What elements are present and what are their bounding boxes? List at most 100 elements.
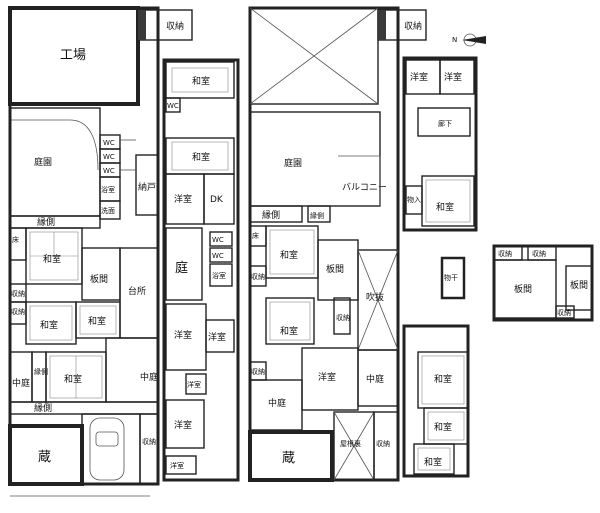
wc-label-2: WC (103, 153, 115, 161)
engawa-label: 縁側 (37, 216, 55, 228)
b-itama-1 (493, 259, 557, 319)
m-dk-label: DK (210, 195, 224, 205)
attic-void (249, 7, 379, 105)
r-courtyard-1-label: 中庭 (366, 373, 384, 385)
courtyard-2-label: 中庭 (140, 371, 158, 383)
storage-left-label: 収納 (11, 289, 25, 298)
storage-left2-label: 収納 (11, 307, 25, 316)
engawa-2-label: 縁側 (34, 402, 52, 414)
building-left: 工場 収納 庭園 WC WC WC 浴室 洗面 納戸 縁側 床 和室 板間 (8, 6, 193, 497)
r-courtyard-2-label: 中庭 (268, 397, 286, 409)
north-label: N (452, 36, 457, 44)
building-middle: 和室 WC 和室 洋室 DK 庭 WC WC 浴室 洋室 洋室 洋室 洋室 洋室 (162, 58, 240, 482)
a-yoshitsu-2-label: 洋室 (444, 71, 462, 83)
washitsu-2-label: 和室 (40, 319, 58, 331)
a-yoshitsu-2 (439, 59, 475, 95)
washroom-label: 洗面 (101, 206, 115, 215)
courtyard-2 (105, 337, 159, 403)
wc-label-1: WC (103, 139, 115, 147)
m-washitsu-1-label: 和室 (192, 75, 210, 87)
arrow-icon (462, 36, 486, 44)
washitsu-1-label: 和室 (43, 253, 61, 265)
m-yoshitsu-4-label: 洋室 (187, 380, 201, 389)
annex-lower: 和室 和室 和室 (402, 324, 470, 478)
washitsu-3 (75, 301, 121, 339)
m-garden (165, 227, 203, 301)
a-shed-label: 物干 (444, 273, 458, 282)
washitsu-4-label: 和室 (64, 373, 82, 385)
b-itama-2 (565, 265, 593, 311)
a-washitsu-label: 和室 (436, 201, 454, 213)
c-washitsu-3 (413, 443, 455, 475)
annex-upper: N 洋室 洋室 廊下 物入 和室 物干 (402, 33, 486, 300)
closet-label: 納戸 (138, 181, 156, 193)
r-storehouse (248, 430, 334, 482)
kitchen-label: 台所 (128, 285, 146, 297)
storage-garage-label: 収納 (142, 437, 156, 446)
m-wc-label-3: WC (212, 252, 224, 260)
m-wc-label-2: WC (212, 236, 224, 244)
m-garden-label: 庭 (175, 260, 188, 276)
m-yoshitsu-1-label: 洋室 (174, 193, 192, 205)
a-yoshitsu-1-label: 洋室 (410, 71, 428, 83)
c-washitsu-2-label: 和室 (434, 421, 452, 433)
tokonoma-label: 床 (12, 235, 19, 244)
factory-label: 工場 (60, 48, 86, 63)
r-courtyard-1 (357, 349, 399, 407)
courtyard-1 (9, 351, 33, 403)
r-engawa-label: 縁側 (262, 209, 280, 221)
itama-1-label: 板間 (90, 273, 108, 285)
itama-1 (81, 247, 121, 301)
m-washitsu-1 (165, 61, 235, 99)
m-wc-label: WC (167, 102, 179, 110)
b-storage-2-label: 収納 (532, 249, 546, 258)
m-bath-label: 浴室 (212, 271, 226, 280)
r-washitsu-2-label: 和室 (280, 325, 298, 337)
m-yoshitsu-5 (165, 399, 205, 449)
r-storehouse-label: 蔵 (282, 451, 295, 466)
washitsu-3-label: 和室 (88, 315, 106, 327)
r-storage-left-label: 収納 (251, 272, 265, 281)
courtyard-1-label: 中庭 (12, 377, 30, 389)
r-storage-left2-label: 収納 (251, 367, 265, 376)
r-fukinuke-label: 吹抜 (366, 291, 384, 303)
r-attic-label: 屋根裏 (340, 439, 361, 448)
balcony-label: バルコニー (342, 182, 387, 193)
b-itama-2-label: 板間 (570, 279, 588, 291)
a-washitsu (421, 175, 475, 227)
m-yoshitsu-5-label: 洋室 (174, 419, 192, 431)
m-washitsu-2-label: 和室 (192, 151, 210, 163)
m-yoshitsu-3-label: 洋室 (208, 331, 226, 343)
a-rouka-label: 廊下 (438, 119, 452, 128)
c-washitsu-1-label: 和室 (434, 373, 452, 385)
annex-right: 収納 収納 板間 板間 収納 (492, 244, 594, 322)
r-engawa-2-label: 縁側 (310, 211, 324, 220)
garden-label: 庭園 (34, 156, 52, 168)
r-washitsu-2 (265, 297, 315, 345)
wc-label-3: WC (103, 167, 115, 175)
m-yoshitsu-2-label: 洋室 (174, 329, 192, 341)
r-storage-mid-label: 収納 (336, 313, 350, 322)
b-storage-3-label: 収納 (557, 308, 571, 317)
bath-label: 浴室 (101, 185, 115, 194)
garden-room (9, 107, 101, 217)
c-washitsu-3-label: 和室 (424, 456, 442, 468)
engawa-vert-label: 縁側 (34, 367, 48, 376)
storehouse-label: 蔵 (38, 450, 51, 465)
car-icon (89, 417, 125, 481)
a-shed (440, 256, 466, 300)
r-storage-bottom-label: 収納 (376, 439, 390, 448)
r-garden-label: 庭園 (284, 157, 302, 169)
a-monooki-label: 物入 (407, 195, 421, 204)
r-yoshitsu-label: 洋室 (318, 371, 336, 383)
m-yoshitsu-6-label: 洋室 (170, 461, 184, 470)
r-tokonoma-label: 床 (252, 231, 259, 240)
b-itama-1-label: 板間 (514, 283, 532, 295)
r-storage-top-label: 収納 (404, 20, 422, 32)
building-right: 収納 庭園 バルコニー 縁側 縁側 床 和室 収納 板間 吹抜 和室 収納 洋室… (248, 6, 427, 482)
storage-top-label: 収納 (166, 20, 184, 32)
b-storage-1-label: 収納 (498, 249, 512, 258)
r-itama-label: 板間 (326, 263, 344, 275)
r-washitsu-1-label: 和室 (280, 249, 298, 261)
